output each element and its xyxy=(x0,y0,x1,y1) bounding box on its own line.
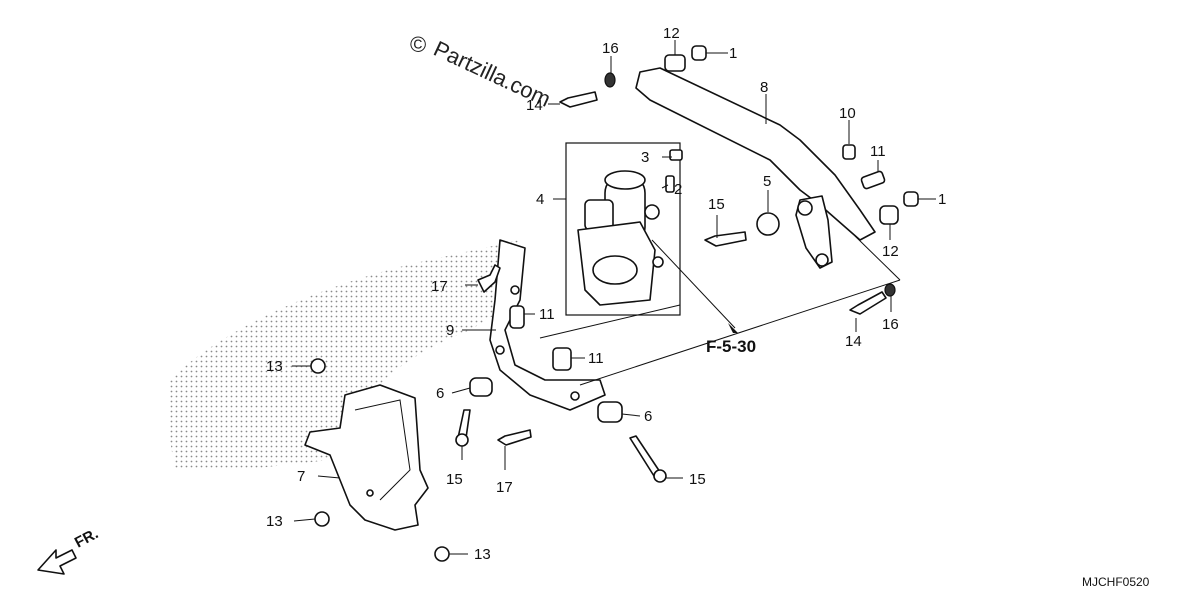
callout-15-upper: 15 xyxy=(708,196,725,213)
bracket-8-hole xyxy=(797,200,813,216)
cover-7 xyxy=(304,384,429,531)
callout-10: 10 xyxy=(839,105,856,122)
collar-11-right xyxy=(860,170,886,190)
callout-3: 3 xyxy=(641,149,649,166)
callout-11-right: 11 xyxy=(870,143,886,160)
callout-5: 5 xyxy=(763,173,771,190)
part-2-sensor xyxy=(665,175,675,193)
unit-4-nozzle xyxy=(644,204,660,220)
front-arrow-icon xyxy=(37,549,77,575)
frame-outline-shading xyxy=(170,240,520,470)
front-label: FR. xyxy=(72,525,101,551)
bolt-14-upper xyxy=(559,91,598,108)
washer-16-right xyxy=(884,283,896,297)
bolt-15-middle-head xyxy=(455,433,469,447)
grommet-6-left xyxy=(469,377,493,397)
bolt-15-lower xyxy=(629,435,661,477)
fasteners xyxy=(310,45,919,562)
callout-11-middle-a: 11 xyxy=(539,306,555,323)
callout-13-left: 13 xyxy=(266,513,283,530)
callout-9: 9 xyxy=(446,322,454,339)
part-3-nut xyxy=(669,149,683,161)
bolt-15-lower-head xyxy=(653,469,667,483)
callout-1-right: 1 xyxy=(938,191,946,208)
leader-lines xyxy=(292,40,936,555)
bracket-9-hole-c xyxy=(570,391,580,401)
callout-7: 7 xyxy=(297,468,305,485)
callout-17-upper: 17 xyxy=(431,278,448,295)
callout-14-upper: 14 xyxy=(526,97,543,114)
callout-16-upper: 16 xyxy=(602,40,619,57)
nut-10 xyxy=(842,144,856,160)
unit-4-box xyxy=(565,142,681,316)
bolt-13-upper xyxy=(310,358,326,374)
collar-1-right xyxy=(903,191,919,207)
callout-labels: 1 1 2 3 4 5 6 6 7 8 9 10 11 11 11 12 12 … xyxy=(266,25,946,563)
collar-11-middle-a xyxy=(509,305,525,329)
callout-1-upper: 1 xyxy=(729,45,737,62)
grommet-12-right xyxy=(879,205,899,225)
bolt-15-upper xyxy=(704,231,747,247)
air-injection-unit-4 xyxy=(577,170,664,306)
callout-15-middle: 15 xyxy=(446,471,463,488)
washer-16-upper xyxy=(604,72,616,88)
bolt-13-lower xyxy=(434,546,450,562)
bolt-13-left xyxy=(314,511,330,527)
callout-6-left: 6 xyxy=(436,385,444,402)
callout-16-right: 16 xyxy=(882,316,899,333)
callout-4: 4 xyxy=(536,191,544,208)
unit-4-nozzle-2 xyxy=(652,256,664,268)
nut-5 xyxy=(756,212,780,236)
callout-6-right: 6 xyxy=(644,408,652,425)
bracket-9 xyxy=(489,239,606,411)
unit-4-motor-cap xyxy=(604,170,646,190)
bracket-9-hole-a xyxy=(510,285,520,295)
grommet-12-upper xyxy=(664,54,686,72)
bracket-9-hole-b xyxy=(495,345,505,355)
diagram-code: MJCHF0520 xyxy=(1082,575,1150,589)
collar-11-middle-b xyxy=(552,347,572,371)
grommet-6-right xyxy=(597,401,623,423)
collar-1-upper xyxy=(691,45,707,61)
callout-13-upper: 13 xyxy=(266,358,283,375)
cover-7-edge xyxy=(354,399,411,501)
bolt-14-right xyxy=(849,291,887,315)
bracket-8-hole-lower xyxy=(815,253,829,267)
front-direction-arrow: FR. xyxy=(37,525,101,575)
callout-2: 2 xyxy=(674,181,682,198)
copyright-symbol: © xyxy=(410,32,426,57)
callout-13-lower: 13 xyxy=(474,546,491,563)
cover-7-hole xyxy=(366,489,374,497)
callout-14-right: 14 xyxy=(845,333,862,350)
unit-4-port xyxy=(592,255,638,285)
bolt-17-upper xyxy=(477,264,501,293)
callout-15-lower: 15 xyxy=(689,471,706,488)
callout-12-right: 12 xyxy=(882,243,899,260)
callout-8: 8 xyxy=(760,79,768,96)
callout-11-middle-b: 11 xyxy=(588,350,604,367)
reference-label: F-5-30 xyxy=(706,337,756,356)
callout-12-upper: 12 xyxy=(663,25,680,42)
callout-17-lower: 17 xyxy=(496,479,513,496)
bolt-17-lower xyxy=(497,429,532,446)
reference-arrow-head xyxy=(728,323,738,333)
